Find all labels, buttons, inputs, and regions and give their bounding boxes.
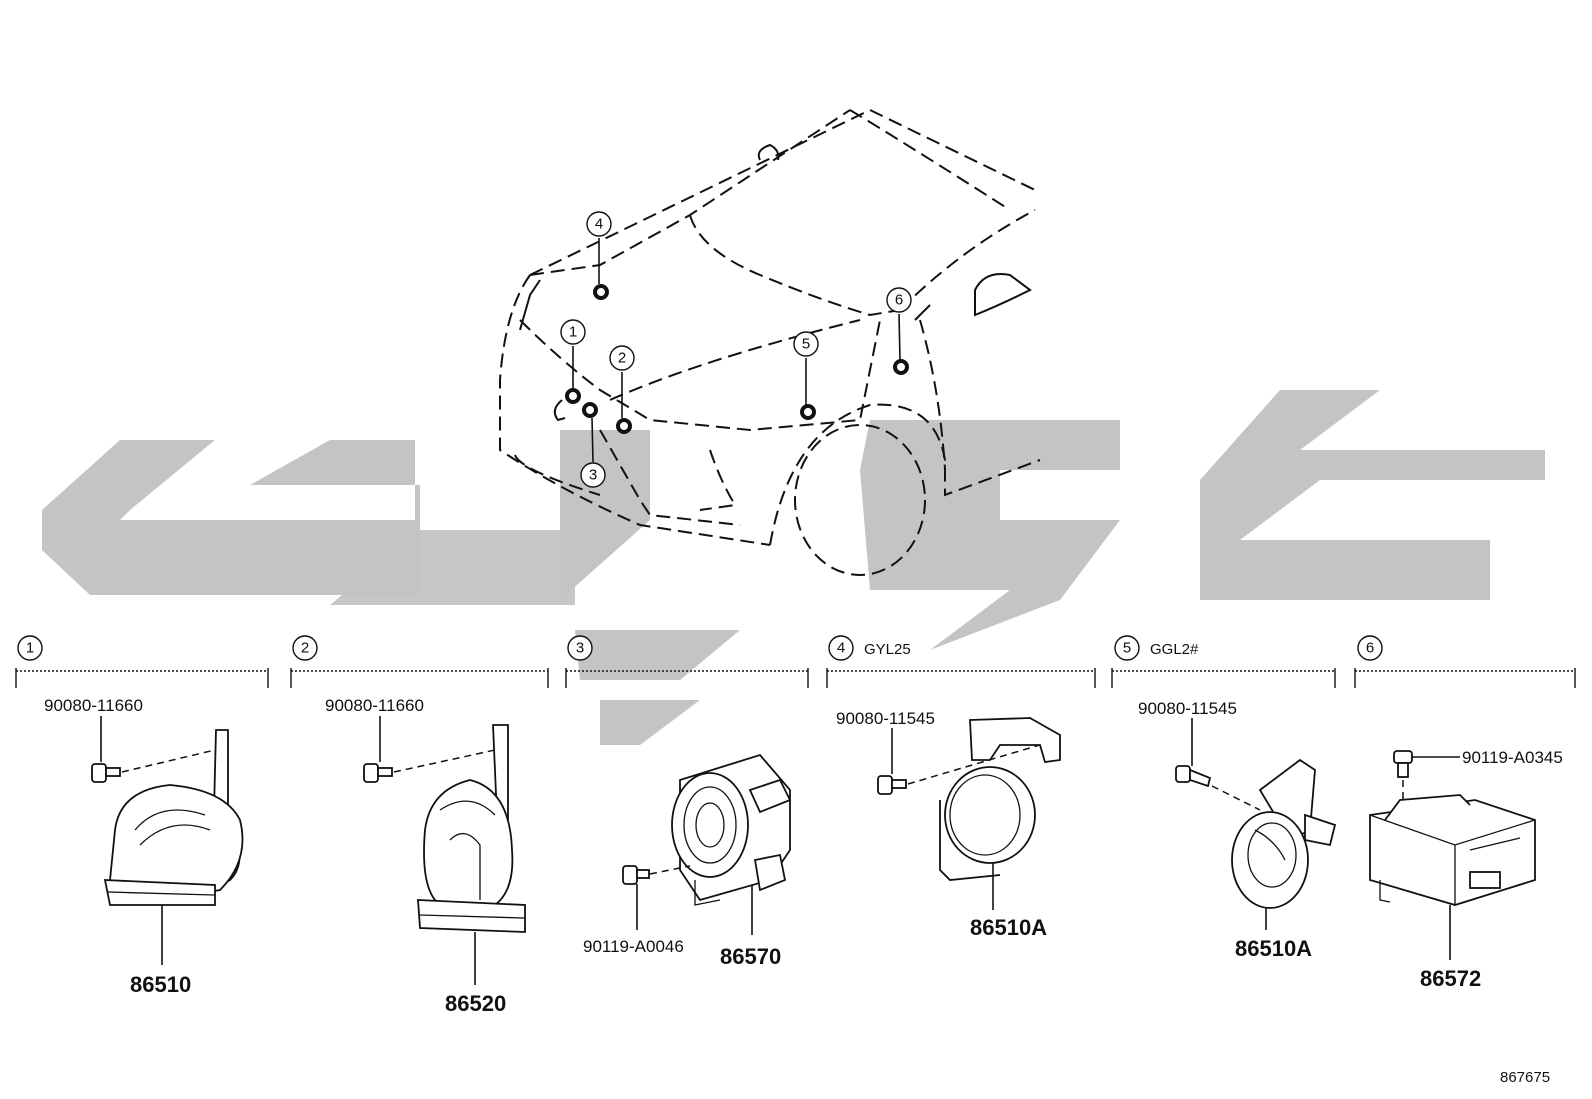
callout-6 bbox=[886, 287, 912, 313]
horn-icon bbox=[1231, 758, 1337, 909]
section-4-parts: 90080-11545 86510A bbox=[836, 709, 1061, 940]
section-4-bolt-number: 90080-11545 bbox=[836, 709, 935, 728]
section-2-parts: 90080-11660 86520 bbox=[325, 696, 526, 1016]
section-5-variant: GGL2# bbox=[1150, 641, 1199, 658]
section-1-bolt-number: 90080-11660 bbox=[44, 696, 143, 715]
section-4-part-number: 86510A bbox=[970, 915, 1047, 940]
section-6-number: 6 bbox=[1366, 640, 1374, 657]
section-2-part-number: 86520 bbox=[445, 991, 506, 1016]
section-5-parts: 90080-11545 86510A bbox=[1138, 699, 1337, 961]
control-module-icon bbox=[1369, 794, 1536, 906]
section-headers: 1 2 3 4 GYL25 5 GGL2# 6 bbox=[15, 635, 1576, 688]
bolt-icon bbox=[363, 763, 393, 783]
location-dot-3 bbox=[582, 402, 598, 418]
section-5-part-number: 86510A bbox=[1235, 936, 1312, 961]
horn-icon bbox=[103, 729, 244, 906]
section-2-bolt-number: 90080-11660 bbox=[325, 696, 424, 715]
bolt-icon bbox=[1393, 750, 1413, 778]
section-3-part-number: 86570 bbox=[720, 944, 781, 969]
section-6-part-number: 86572 bbox=[1420, 966, 1481, 991]
callout-2-number: 2 bbox=[618, 350, 626, 367]
callout-5 bbox=[793, 331, 819, 357]
callout-4 bbox=[586, 211, 612, 237]
callout-3 bbox=[580, 462, 606, 488]
section-3-parts: 90119-A0046 86570 bbox=[583, 753, 792, 969]
callout-5-number: 5 bbox=[802, 336, 810, 353]
spiral-cable-icon bbox=[671, 753, 792, 906]
location-dot-4 bbox=[593, 284, 609, 300]
location-dot-2 bbox=[616, 418, 632, 434]
callout-4-number: 4 bbox=[595, 216, 603, 233]
section-4-callout bbox=[828, 635, 854, 661]
location-dot-5 bbox=[800, 404, 816, 420]
diagram-id: 867675 bbox=[1500, 1069, 1550, 1086]
bolt-icon bbox=[622, 865, 650, 885]
section-1-number: 1 bbox=[26, 640, 34, 657]
section-1-parts: 90080-11660 86510 bbox=[44, 696, 244, 997]
location-dot-6 bbox=[893, 359, 909, 375]
section-4-variant: GYL25 bbox=[864, 641, 911, 658]
location-markers: 4 1 2 3 5 6 bbox=[553, 211, 912, 488]
section-5-number: 5 bbox=[1123, 640, 1131, 657]
section-6-callout bbox=[1357, 635, 1383, 661]
callout-1 bbox=[560, 319, 586, 345]
bolt-icon bbox=[91, 763, 121, 783]
section-5-callout bbox=[1114, 635, 1140, 661]
section-3-bolt-number: 90119-A0046 bbox=[583, 937, 684, 956]
location-dot-1 bbox=[565, 388, 581, 404]
horn-icon bbox=[417, 724, 526, 933]
bolt-icon bbox=[877, 775, 907, 795]
section-5-bolt-number: 90080-11545 bbox=[1138, 699, 1237, 718]
screw-icon bbox=[1175, 765, 1212, 788]
section-3-number: 3 bbox=[576, 640, 584, 657]
horn-icon bbox=[939, 717, 1061, 881]
section-4-number: 4 bbox=[837, 640, 845, 657]
section-3-callout bbox=[567, 635, 593, 661]
section-1-callout bbox=[17, 635, 43, 661]
section-6-bolt-number: 90119-A0345 bbox=[1462, 748, 1563, 767]
vehicle-outline bbox=[499, 108, 1041, 576]
section-2-number: 2 bbox=[301, 640, 309, 657]
watermark-logo bbox=[42, 390, 1545, 745]
callout-3-number: 3 bbox=[589, 467, 597, 484]
callout-2 bbox=[609, 345, 635, 371]
callout-6-number: 6 bbox=[895, 292, 903, 309]
section-2-callout bbox=[292, 635, 318, 661]
section-1-part-number: 86510 bbox=[130, 972, 191, 997]
callout-1-number: 1 bbox=[569, 324, 577, 341]
section-6-parts: 90119-A0345 86572 bbox=[1369, 748, 1563, 991]
